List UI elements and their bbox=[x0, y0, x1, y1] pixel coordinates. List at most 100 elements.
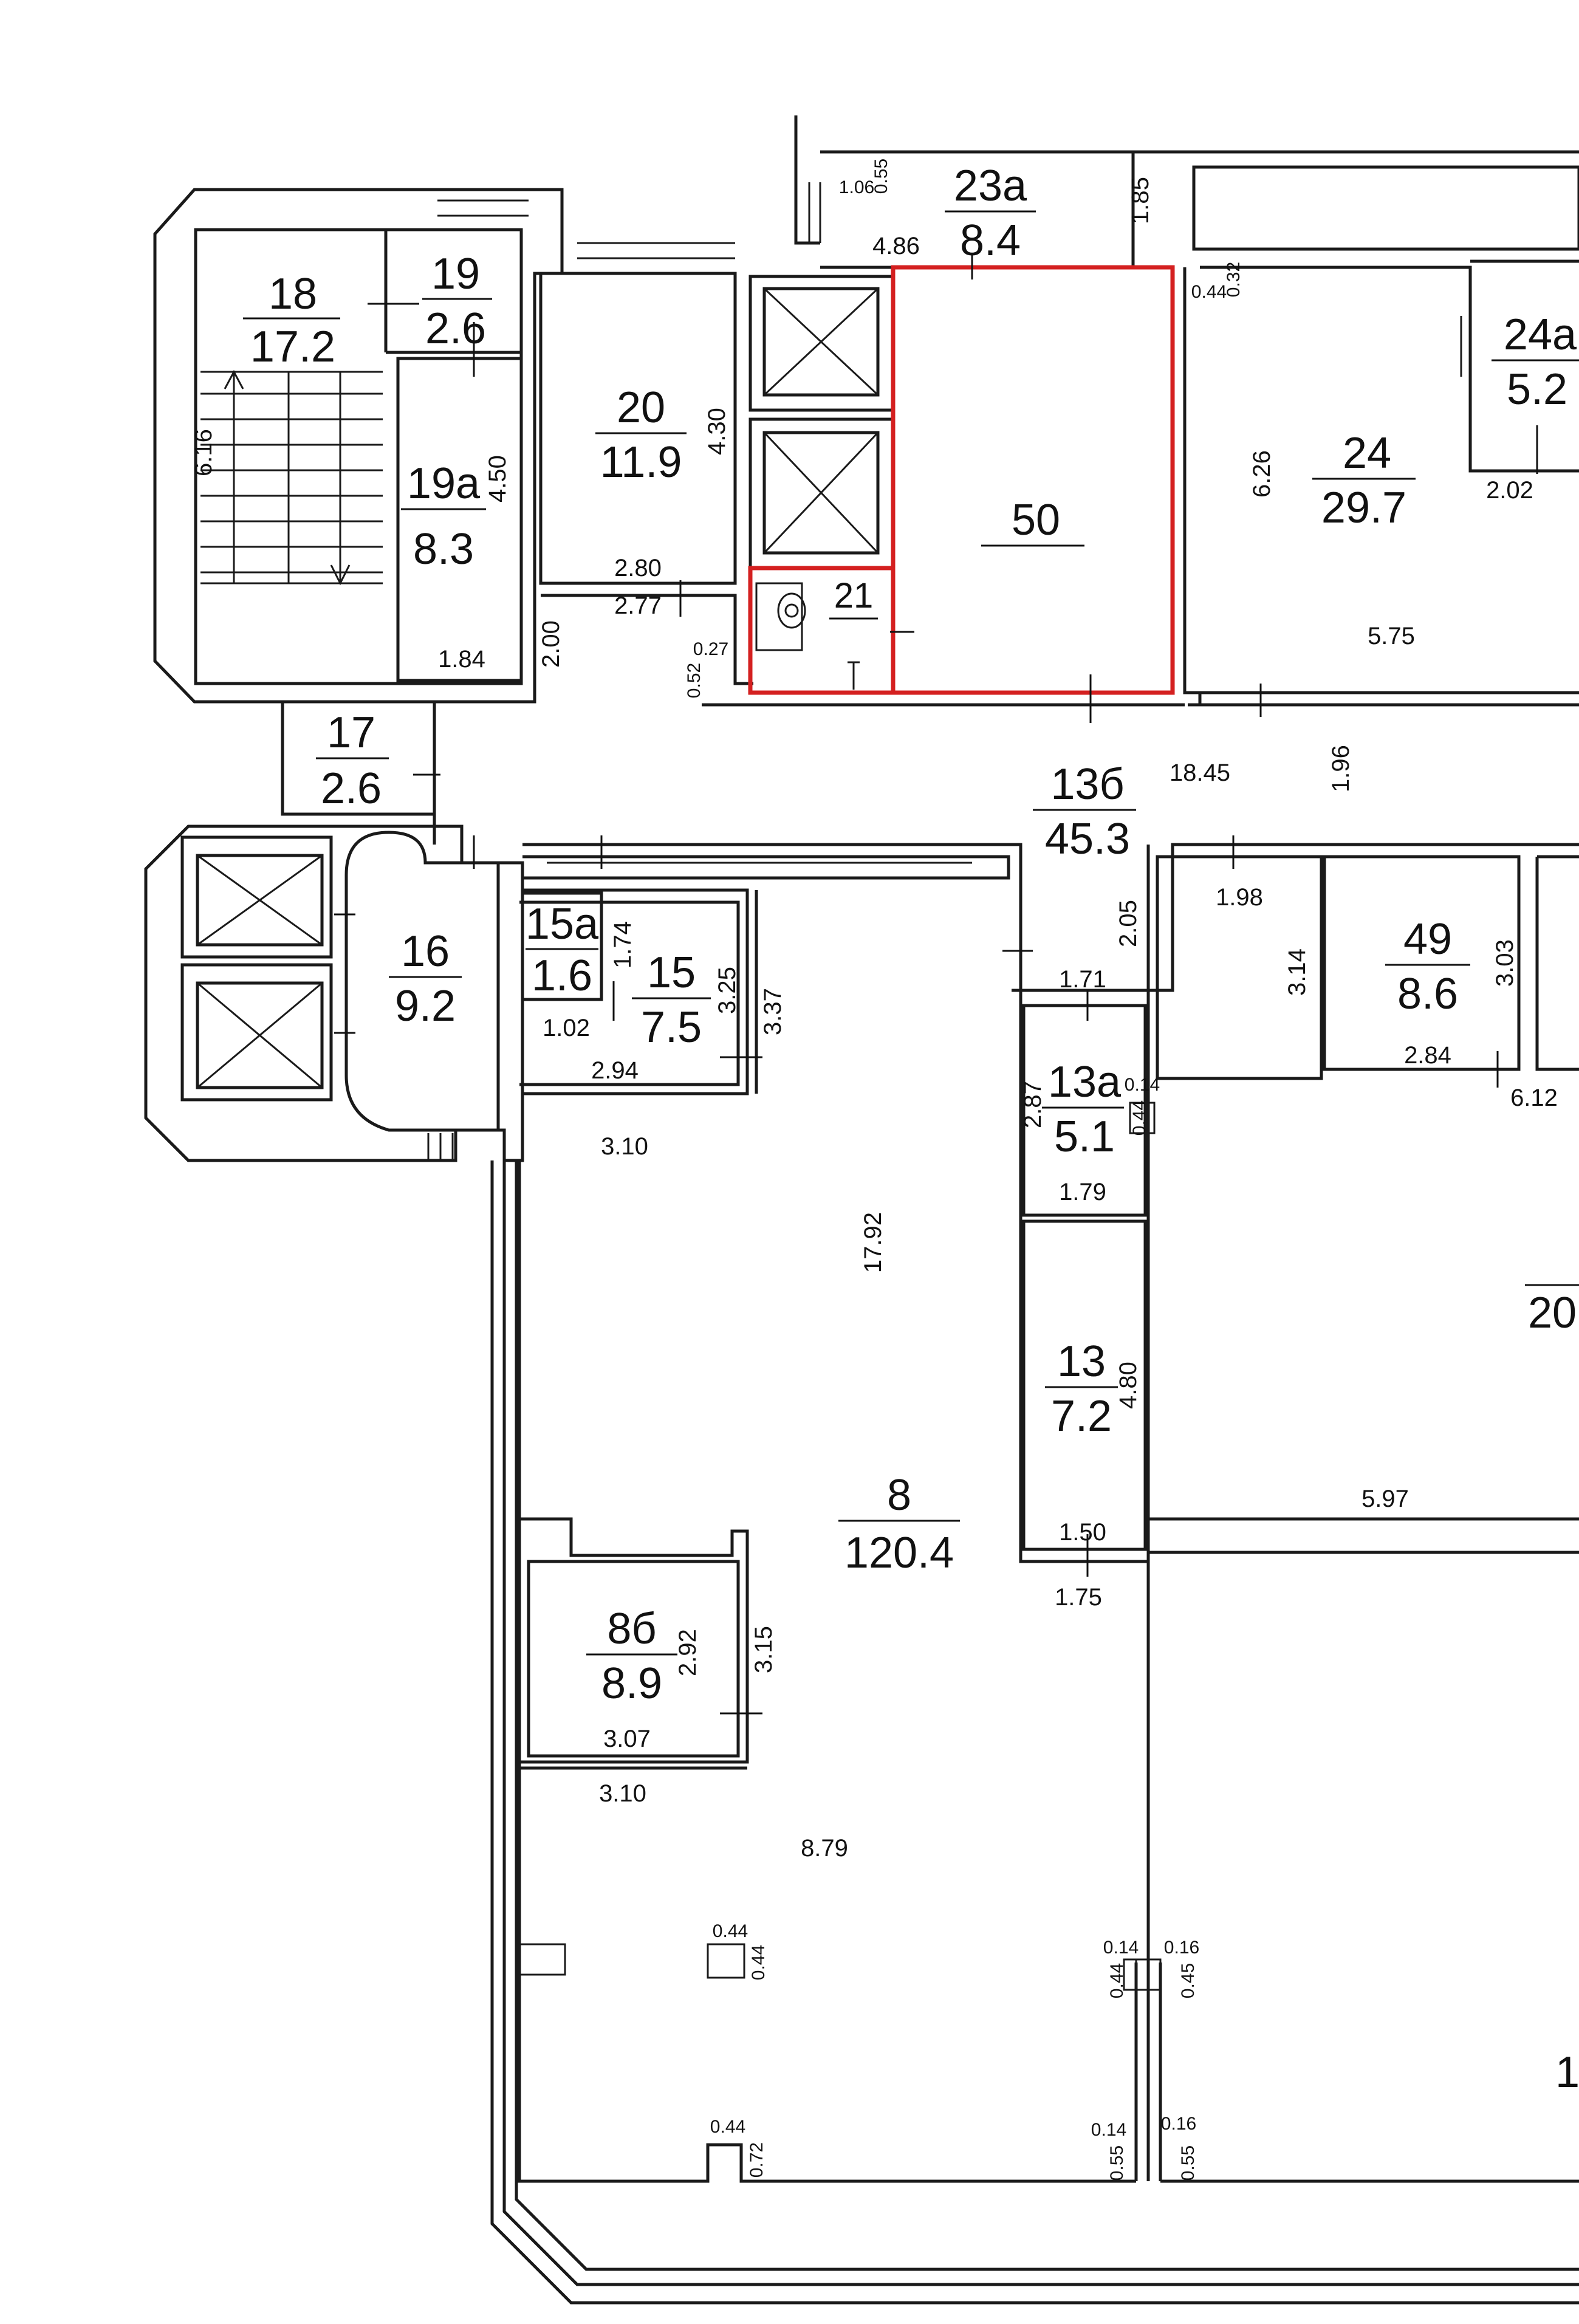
svg-text:0.55: 0.55 bbox=[1178, 2145, 1198, 2181]
room-24: 24 29.7 bbox=[1312, 429, 1416, 532]
room-19: 19 2.6 bbox=[422, 250, 492, 353]
room-24a: 24а 5.2 bbox=[1492, 310, 1579, 414]
room-13a: 13а 5.1 bbox=[1042, 1058, 1124, 1161]
svg-text:2.77: 2.77 bbox=[614, 592, 662, 619]
svg-text:0.45: 0.45 bbox=[1178, 1963, 1198, 1998]
svg-text:2.92: 2.92 bbox=[674, 1629, 701, 1676]
svg-text:0.14: 0.14 bbox=[1125, 1075, 1160, 1095]
svg-text:4.30: 4.30 bbox=[704, 408, 730, 455]
svg-text:1.96: 1.96 bbox=[1327, 745, 1354, 792]
svg-text:17.2: 17.2 bbox=[250, 323, 335, 371]
svg-text:0.14: 0.14 bbox=[1091, 2120, 1126, 2140]
room-15a: 15а 1.6 bbox=[526, 900, 599, 1000]
svg-text:23а: 23а bbox=[954, 162, 1027, 210]
svg-text:0.44: 0.44 bbox=[748, 1945, 769, 1980]
svg-text:0.52: 0.52 bbox=[684, 663, 704, 698]
svg-text:13б: 13б bbox=[1050, 760, 1124, 809]
svg-text:2.87: 2.87 bbox=[1019, 1081, 1046, 1128]
svg-text:1.06: 1.06 bbox=[839, 177, 874, 197]
svg-text:1.79: 1.79 bbox=[1059, 1179, 1106, 1205]
svg-text:2.84: 2.84 bbox=[1404, 1042, 1451, 1069]
svg-text:11.9: 11.9 bbox=[600, 438, 682, 487]
svg-text:3.25: 3.25 bbox=[714, 967, 741, 1014]
svg-text:5.75: 5.75 bbox=[1368, 623, 1415, 650]
svg-text:8.79: 8.79 bbox=[801, 1835, 848, 1862]
room-19a: 19а 8.3 bbox=[401, 459, 486, 574]
svg-text:1.02: 1.02 bbox=[543, 1015, 590, 1041]
svg-text:2.02: 2.02 bbox=[1486, 477, 1533, 504]
svg-text:3.07: 3.07 bbox=[603, 1726, 651, 1752]
room-50: 50 bbox=[981, 496, 1084, 547]
svg-text:3.10: 3.10 bbox=[599, 1780, 646, 1807]
svg-text:1.71: 1.71 bbox=[1059, 966, 1106, 993]
svg-text:17: 17 bbox=[327, 708, 375, 757]
svg-text:18.45: 18.45 bbox=[1170, 759, 1230, 786]
svg-text:21: 21 bbox=[834, 576, 874, 615]
svg-text:4.80: 4.80 bbox=[1115, 1362, 1142, 1409]
svg-text:120.4: 120.4 bbox=[844, 1529, 954, 1577]
svg-text:18: 18 bbox=[269, 270, 317, 318]
svg-text:0.16: 0.16 bbox=[1161, 2114, 1196, 2134]
svg-text:6.16: 6.16 bbox=[190, 429, 217, 476]
svg-text:15: 15 bbox=[647, 948, 696, 997]
room-13: 13 7.2 bbox=[1045, 1337, 1118, 1441]
svg-text:5.2: 5.2 bbox=[1507, 365, 1567, 414]
svg-text:24: 24 bbox=[1343, 429, 1391, 478]
svg-text:8: 8 bbox=[887, 1471, 911, 1520]
svg-text:2.80: 2.80 bbox=[614, 555, 662, 581]
svg-text:3.14: 3.14 bbox=[1284, 948, 1310, 996]
toilet-fixture bbox=[755, 582, 860, 690]
svg-text:13: 13 bbox=[1057, 1337, 1106, 1386]
svg-text:17.92: 17.92 bbox=[860, 1212, 886, 1273]
svg-text:19: 19 bbox=[431, 250, 480, 298]
svg-text:16: 16 bbox=[401, 927, 450, 976]
svg-text:15а: 15а bbox=[526, 900, 599, 948]
svg-text:5.97: 5.97 bbox=[1362, 1486, 1409, 1512]
room-8b: 8б 8.9 bbox=[586, 1605, 677, 1708]
staircase bbox=[200, 369, 383, 586]
svg-text:8.4: 8.4 bbox=[960, 216, 1021, 265]
svg-text:7.2: 7.2 bbox=[1051, 1392, 1112, 1441]
svg-text:7.5: 7.5 bbox=[641, 1003, 702, 1052]
svg-text:13а: 13а bbox=[1048, 1058, 1122, 1106]
room-13b: 13б 45.3 bbox=[1033, 760, 1136, 863]
svg-text:0.16: 0.16 bbox=[1164, 1938, 1199, 1958]
svg-text:8б: 8б bbox=[607, 1605, 656, 1653]
svg-text:0.55: 0.55 bbox=[1107, 2145, 1127, 2181]
svg-text:1.6: 1.6 bbox=[532, 951, 592, 1000]
svg-text:1.84: 1.84 bbox=[438, 646, 485, 673]
svg-text:1.50: 1.50 bbox=[1059, 1519, 1106, 1546]
svg-text:0.14: 0.14 bbox=[1103, 1938, 1139, 1958]
svg-text:1.74: 1.74 bbox=[609, 921, 636, 968]
room-labels: 18 17.2 19 2.6 19а 8.3 20 11.9 21 23а 8.… bbox=[243, 162, 1579, 2097]
svg-text:20: 20 bbox=[617, 383, 665, 432]
door-ticks bbox=[334, 255, 1538, 1715]
svg-text:2.94: 2.94 bbox=[591, 1057, 639, 1084]
svg-text:0.44: 0.44 bbox=[1191, 282, 1227, 302]
svg-text:0.44: 0.44 bbox=[1107, 1963, 1127, 1998]
svg-text:20: 20 bbox=[1528, 1289, 1577, 1337]
svg-text:1.98: 1.98 bbox=[1216, 884, 1263, 911]
dimension-labels: 1.06 0.55 1.85 4.86 0.44 0.32 6.16 4.50 … bbox=[190, 159, 1558, 2181]
room-18: 18 17.2 bbox=[243, 270, 340, 371]
svg-text:0.44: 0.44 bbox=[713, 1921, 748, 1941]
svg-text:2.00: 2.00 bbox=[538, 620, 564, 668]
room-21: 21 bbox=[829, 576, 878, 620]
svg-text:3.37: 3.37 bbox=[759, 988, 786, 1035]
svg-text:2.6: 2.6 bbox=[321, 764, 382, 813]
svg-text:0.72: 0.72 bbox=[747, 2142, 767, 2178]
room-20-edge: 20 bbox=[1525, 1284, 1579, 1337]
svg-text:29.7: 29.7 bbox=[1321, 484, 1406, 532]
svg-text:8.3: 8.3 bbox=[413, 525, 474, 574]
svg-text:0.44: 0.44 bbox=[1129, 1100, 1149, 1136]
room-16: 16 9.2 bbox=[389, 927, 462, 1030]
svg-text:0.32: 0.32 bbox=[1224, 262, 1244, 297]
svg-text:4.86: 4.86 bbox=[872, 233, 920, 259]
room-1-edge: 1 bbox=[1555, 2048, 1579, 2097]
svg-text:8.6: 8.6 bbox=[1397, 970, 1458, 1018]
svg-text:24а: 24а bbox=[1504, 310, 1577, 359]
svg-text:0.27: 0.27 bbox=[693, 639, 728, 659]
svg-text:3.10: 3.10 bbox=[601, 1133, 648, 1160]
room-15: 15 7.5 bbox=[632, 948, 711, 1052]
